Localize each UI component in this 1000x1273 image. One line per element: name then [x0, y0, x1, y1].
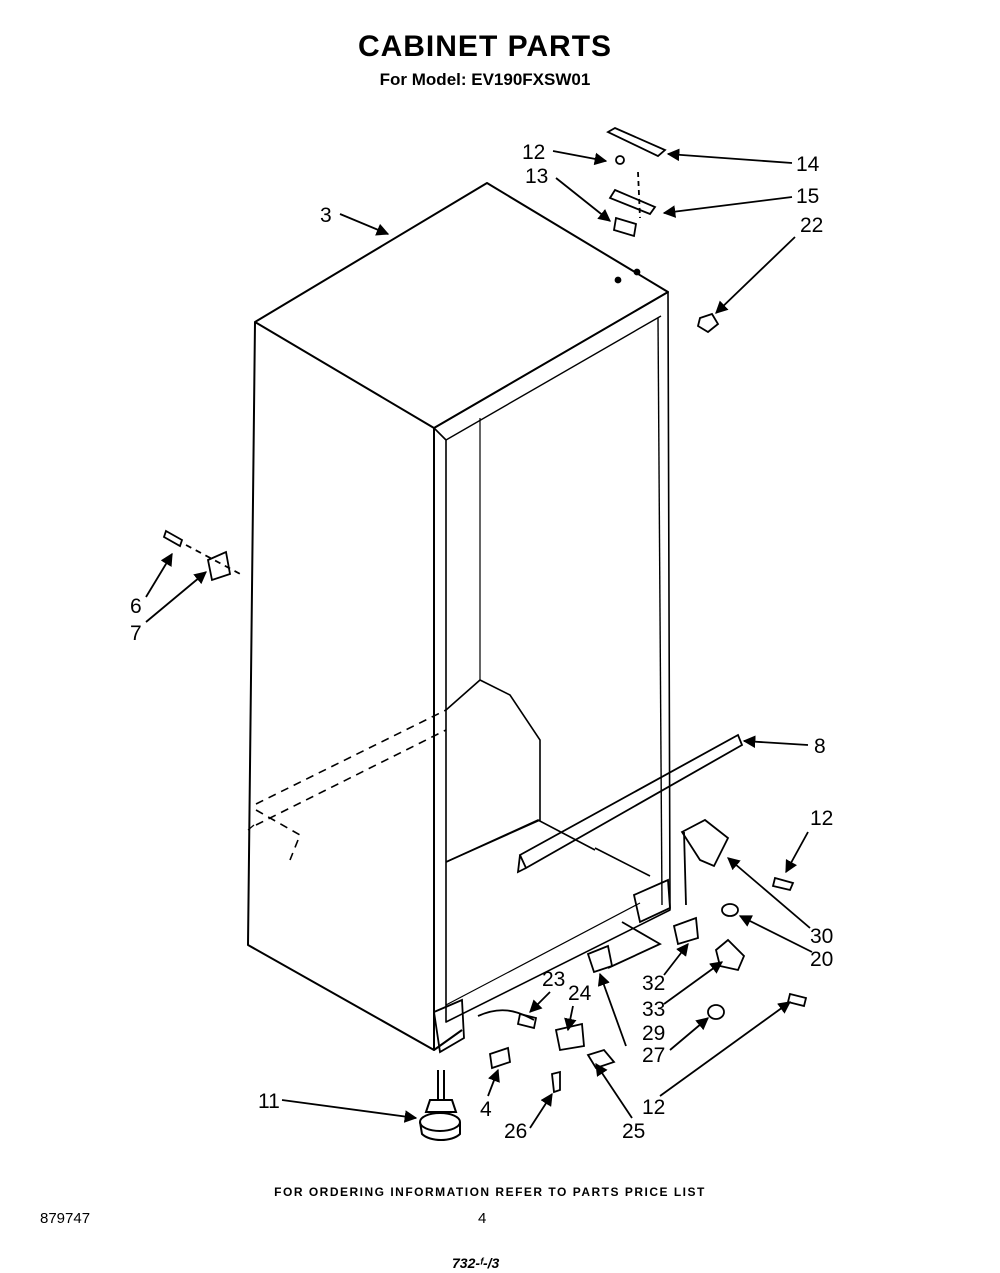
leader-15	[662, 196, 793, 218]
callout-26: 26	[504, 1120, 527, 1143]
leader-12-top	[552, 150, 608, 166]
left-hinge-parts	[162, 529, 245, 582]
leader-25	[595, 1062, 633, 1119]
leader-32	[663, 943, 689, 976]
callout-30: 30	[810, 925, 833, 948]
leader-7	[145, 571, 207, 623]
callout-labels: 3 4 6 7 8 11 12 12 12 12 13 14 15 20 22 …	[130, 141, 833, 1143]
callout-8: 8	[814, 735, 826, 758]
leader-22	[715, 236, 796, 314]
callout-14: 14	[796, 153, 820, 176]
callout-13: 13	[525, 165, 548, 188]
callout-32: 32	[642, 972, 665, 995]
leader-33	[663, 961, 724, 1005]
callout-20: 20	[810, 948, 833, 971]
callout-24: 24	[568, 982, 592, 1005]
document-number: 879747	[40, 1210, 91, 1227]
bottom-parts	[433, 818, 808, 1094]
callout-25: 25	[622, 1120, 645, 1143]
callout-15: 15	[796, 185, 819, 208]
page-title: CABINET PARTS	[357, 30, 613, 63]
leader-12-low	[659, 1001, 792, 1097]
callout-23: 23	[542, 968, 565, 991]
leader-23	[529, 991, 551, 1013]
leader-4	[487, 1068, 500, 1097]
callout-6: 6	[130, 595, 142, 618]
top-hinge-pin	[696, 312, 720, 334]
leader-14	[666, 148, 793, 164]
leader-3	[339, 213, 390, 236]
leader-12-right	[785, 831, 809, 874]
leader-lines	[145, 148, 813, 1129]
callout-12-low: 12	[642, 1096, 665, 1119]
model-subtitle: For Model: EV190FXSW01	[379, 70, 591, 89]
leader-26	[529, 1092, 553, 1129]
leader-13	[555, 177, 611, 222]
leader-29	[669, 1017, 709, 1051]
leader-27	[597, 972, 627, 1047]
inner-divider	[255, 679, 651, 877]
callout-11: 11	[258, 1090, 280, 1113]
callout-33: 33	[642, 998, 665, 1021]
leader-6	[145, 552, 173, 598]
callout-29: 29	[642, 1022, 665, 1045]
rail-part	[516, 733, 744, 874]
callout-27: 27	[642, 1044, 665, 1067]
leader-11	[281, 1099, 418, 1123]
page-number: 4	[478, 1210, 487, 1227]
leader-20	[738, 915, 813, 953]
callout-7: 7	[130, 622, 142, 645]
callout-4: 4	[480, 1098, 492, 1121]
handwritten-code: 732-ᶠ-/3	[452, 1255, 500, 1271]
leveling-foot	[419, 1070, 461, 1141]
leader-30	[727, 857, 811, 929]
cabinet-shell	[247, 182, 671, 1051]
ordering-note: FOR ORDERING INFORMATION REFER TO PARTS …	[274, 1185, 706, 1199]
callout-12-top: 12	[522, 141, 545, 164]
leader-8	[742, 735, 809, 748]
top-hinge-parts	[606, 126, 667, 284]
callout-3: 3	[320, 204, 332, 227]
leader-24	[564, 1005, 577, 1032]
callout-22: 22	[800, 214, 823, 237]
callout-12-right: 12	[810, 807, 833, 830]
